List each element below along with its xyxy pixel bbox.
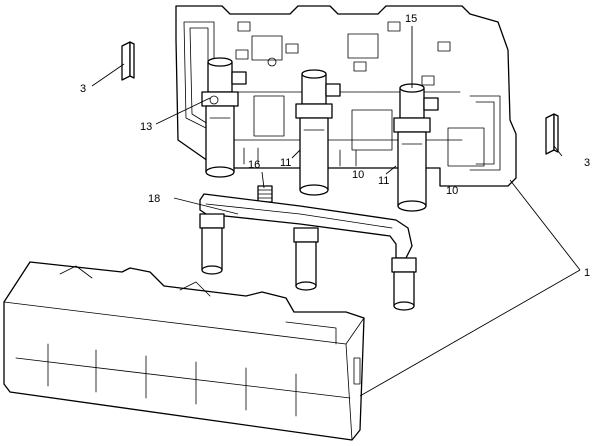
callout-11-b: 11 [378,175,389,187]
callout-16: 16 [248,159,260,171]
callout-3-right: 3 [584,157,590,169]
upper-housing [175,5,517,187]
fitting-16 [257,185,273,203]
pipe-manifold-18 [199,193,417,311]
callout-10-a: 10 [352,169,364,181]
callout-18: 18 [148,193,160,205]
leader-lines [91,26,581,397]
bracket-left [121,41,135,81]
callout-13: 13 [140,121,152,133]
callout-11-a: 11 [280,157,291,169]
bracket-right [545,113,559,155]
callout-1: 1 [584,267,590,279]
lower-cover [3,261,365,441]
valve-assembly-right [393,83,439,212]
valve-assembly-left [201,57,247,178]
valve-assembly-middle [295,69,341,196]
callouts: 3 3 13 15 16 18 11 10 11 10 1 [80,13,590,279]
callout-10-b: 10 [446,185,458,197]
callout-15: 15 [405,13,417,25]
callout-3-left: 3 [80,83,86,95]
